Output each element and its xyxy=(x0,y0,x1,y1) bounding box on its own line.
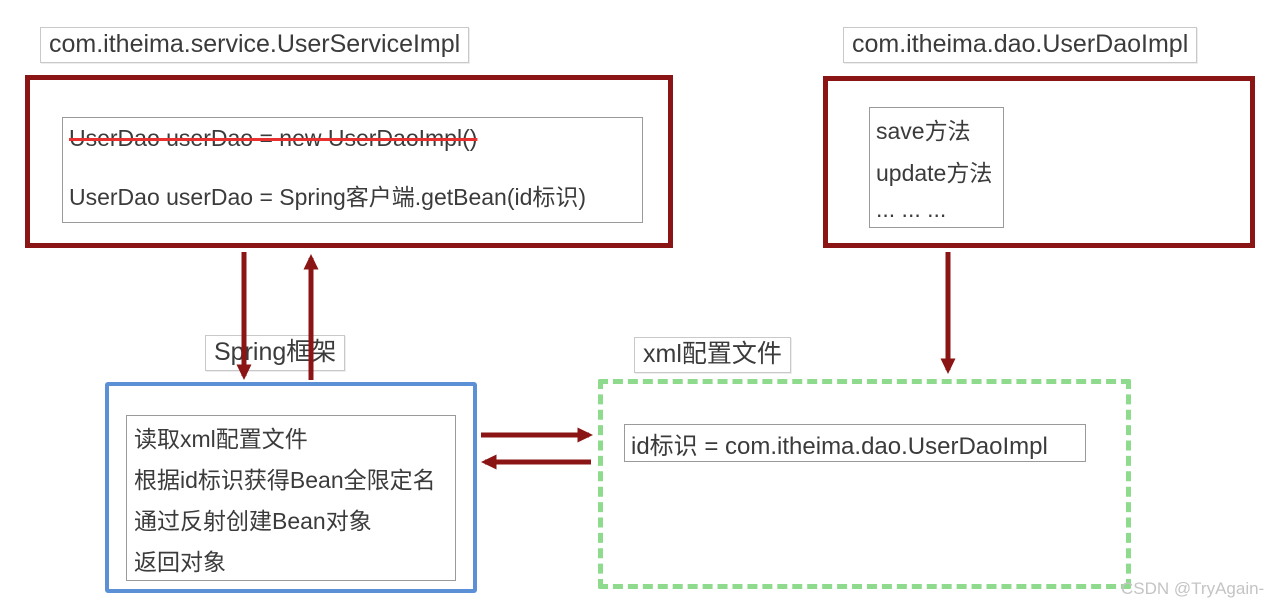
xml-config-box: id标识 = com.itheima.dao.UserDaoImpl xyxy=(598,379,1131,589)
service-class-box: UserDao userDao = new UserDaoImpl() User… xyxy=(25,75,673,248)
old-instantiation-code: UserDao userDao = new UserDaoImpl() xyxy=(69,125,478,151)
spring-steps-box: 读取xml配置文件 根据id标识获得Bean全限定名 通过反射创建Bean对象 … xyxy=(126,415,456,581)
spring-step-get-classname: 根据id标识获得Bean全限定名 xyxy=(134,466,436,493)
new-instantiation-code: UserDao userDao = Spring客户端.getBean(id标识… xyxy=(69,184,587,210)
dao-method-save: save方法 xyxy=(876,118,971,144)
service-code-box: UserDao userDao = new UserDaoImpl() User… xyxy=(62,117,643,223)
csdn-watermark: CSDN @TryAgain- xyxy=(1121,579,1265,598)
xml-id-mapping-box: id标识 = com.itheima.dao.UserDaoImpl xyxy=(624,424,1086,462)
xml-config-label: xml配置文件 xyxy=(634,337,791,373)
dao-method-update: update方法 xyxy=(876,160,993,186)
dao-method-ellipsis: ... ... ... xyxy=(876,196,947,222)
dao-methods-box: save方法 update方法 ... ... ... xyxy=(869,107,1004,228)
spring-framework-box: 读取xml配置文件 根据id标识获得Bean全限定名 通过反射创建Bean对象 … xyxy=(105,382,477,593)
spring-step-return-object: 返回对象 xyxy=(134,548,226,575)
service-class-label: com.itheima.service.UserServiceImpl xyxy=(40,27,470,63)
spring-framework-label: Spring框架 xyxy=(205,335,346,371)
spring-step-reflect-create: 通过反射创建Bean对象 xyxy=(134,507,372,534)
xml-id-mapping-text: id标识 = com.itheima.dao.UserDaoImpl xyxy=(631,432,1048,460)
spring-step-read-xml: 读取xml配置文件 xyxy=(134,425,308,452)
dao-class-label: com.itheima.dao.UserDaoImpl xyxy=(843,27,1198,63)
dao-class-box: save方法 update方法 ... ... ... xyxy=(823,76,1255,248)
